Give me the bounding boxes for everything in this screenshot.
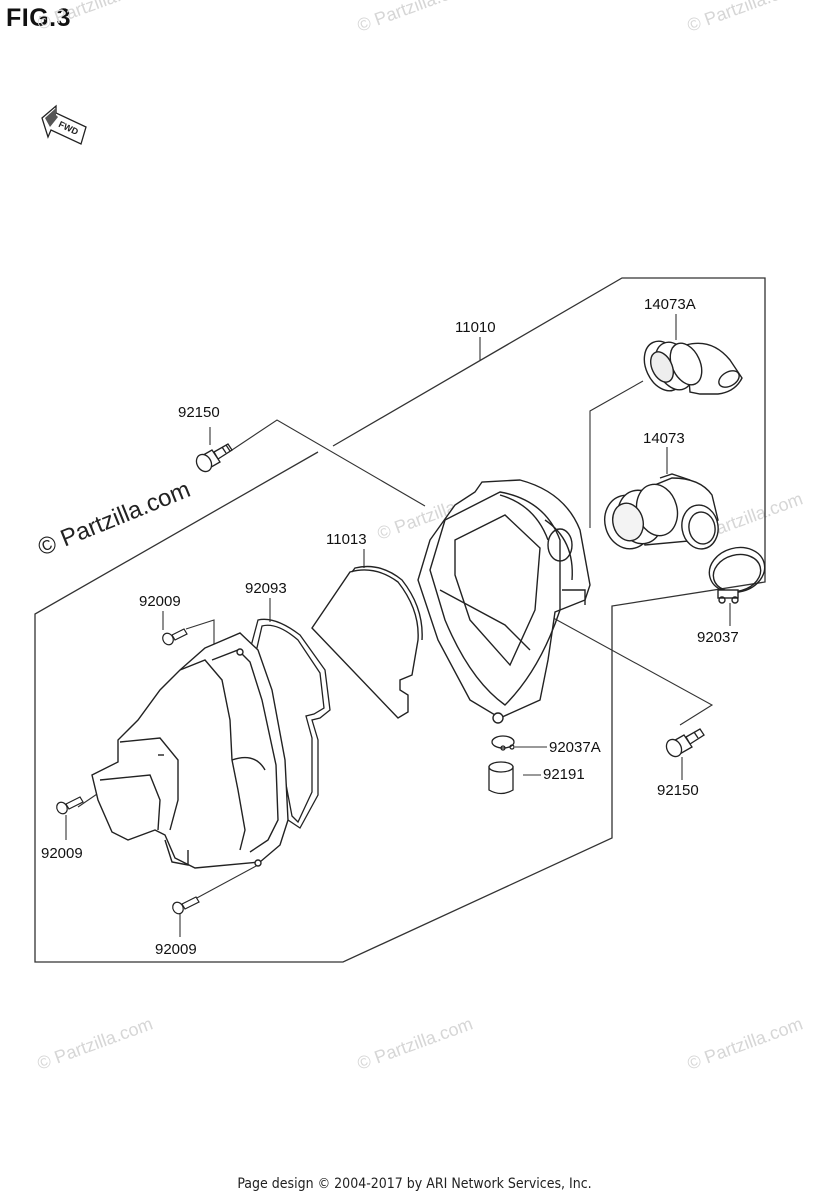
partzilla-watermark: © Partzilla.com [34,476,194,562]
clip-92037A [491,735,515,751]
air-cleaner-housing-11010 [417,479,591,724]
bolt-92150-right [665,728,705,758]
page-footer: Page design © 2004-2017 by ARI Network S… [237,1176,592,1192]
fwd-arrow-icon: FWD [41,104,87,145]
label-92037A: 92037A [549,739,601,756]
watermark-text: © Partzilla.com [35,0,156,34]
screw-92009-bottom [172,896,200,915]
intake-duct-14073 [604,473,719,550]
elbow-duct-14073A [643,340,743,395]
label-11010: 11010 [455,319,496,336]
drain-cap-92191 [488,761,514,795]
air-filter-element-11013 [311,565,423,719]
label-92009-left: 92009 [41,845,83,862]
watermark-text: © Partzilla.com [355,0,476,36]
watermark-text: © Partzilla.com [35,1013,156,1073]
label-11013: 11013 [326,531,367,548]
assembly-outline [34,277,766,963]
screw-92009-top [162,628,188,646]
air-cleaner-cover [91,632,289,869]
part-labels: 11010 14073A 14073 92150 11013 92009 920… [41,296,739,958]
label-92150-top: 92150 [178,404,220,421]
label-92150-right: 92150 [657,782,699,799]
watermark-text: © Partzilla.com [685,0,806,36]
label-92191: 92191 [543,766,585,783]
screw-92009-left [56,796,84,815]
label-92009-bottom: 92009 [155,941,197,958]
label-92037: 92037 [697,629,739,646]
label-14073: 14073 [643,430,685,447]
bolt-92150-top [195,443,233,473]
label-92093: 92093 [245,580,287,597]
watermark-text: © Partzilla.com [355,1013,476,1073]
hose-clamp-92037 [708,546,766,604]
label-14073A: 14073A [644,296,696,313]
figure-title: FIG.3 [6,4,72,32]
watermark-text: © Partzilla.com [685,1013,806,1073]
label-92009-top: 92009 [139,593,181,610]
